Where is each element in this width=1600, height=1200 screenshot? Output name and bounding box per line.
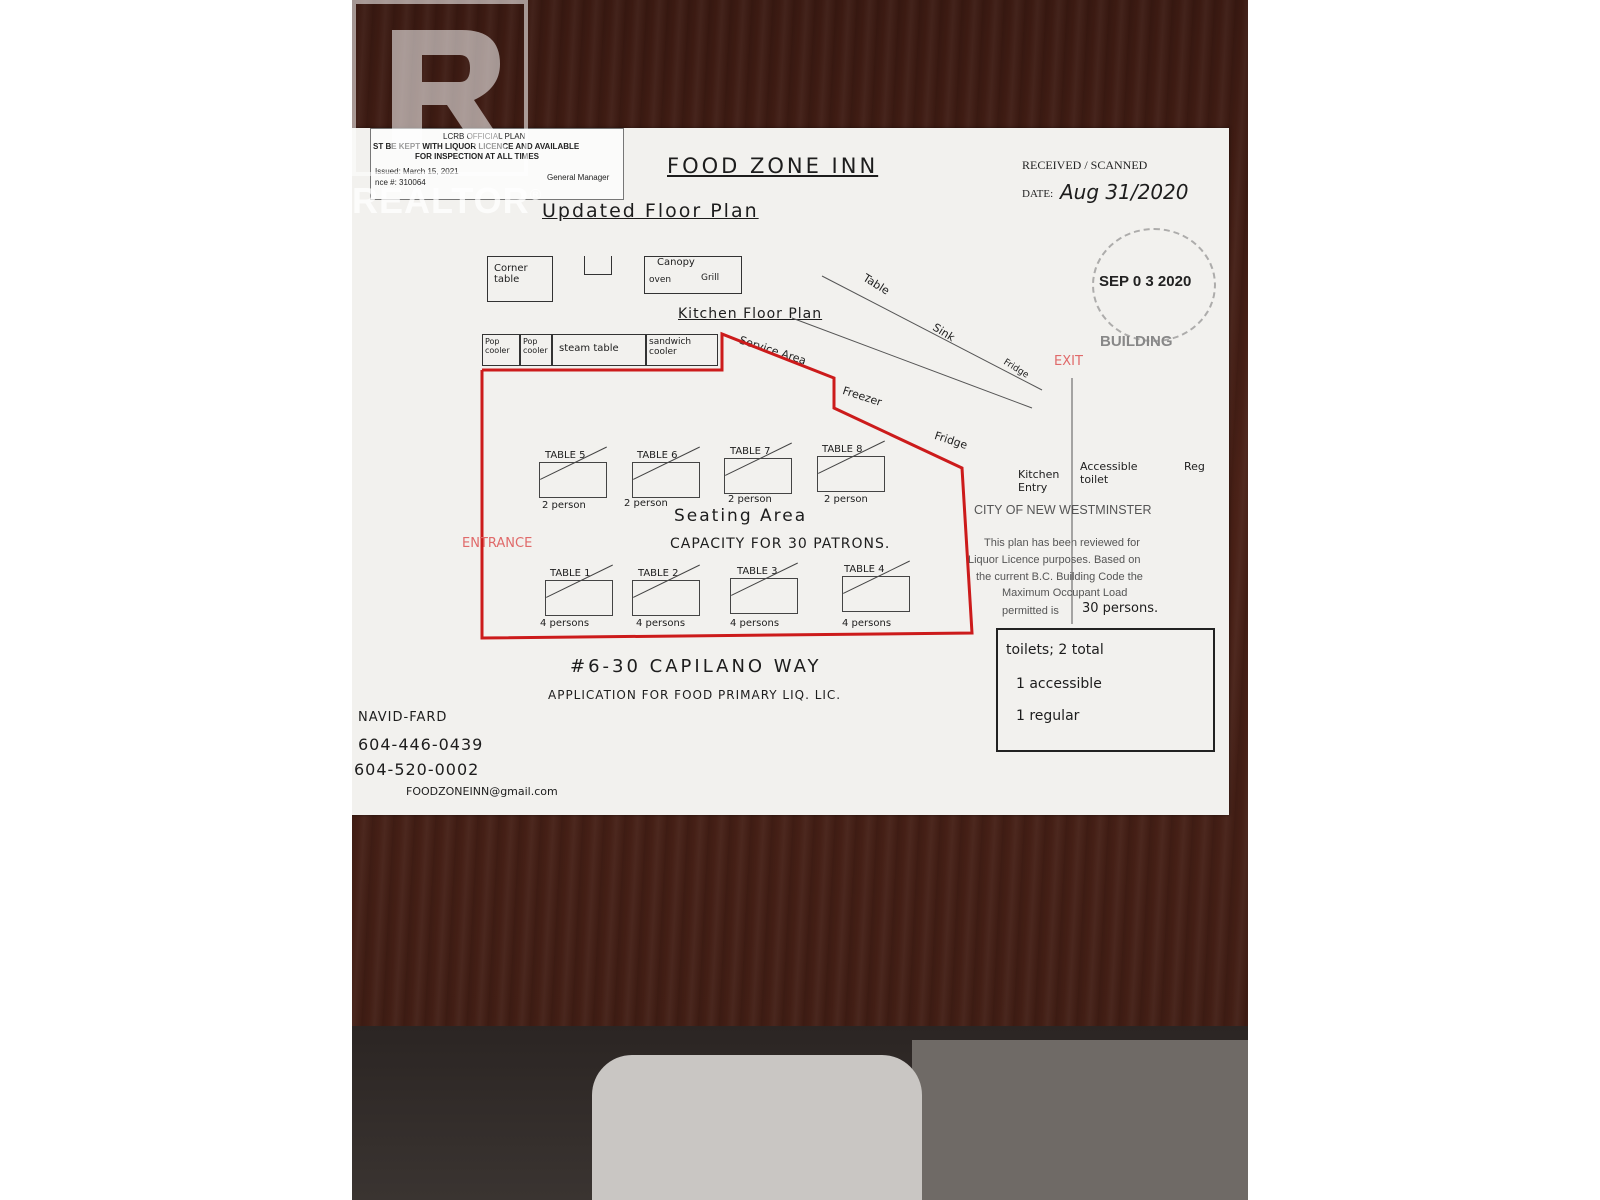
- city-line2: Liquor Licence purposes. Based on: [968, 554, 1141, 566]
- corner-table-box: Corner table: [487, 256, 553, 302]
- seal-dept: BUILDING: [1100, 333, 1173, 350]
- pop-cooler-box: Pop cooler: [482, 334, 520, 366]
- application-note: APPLICATION FOR FOOD PRIMARY LIQ. LIC.: [548, 688, 842, 702]
- canopy-label: Canopy: [657, 257, 695, 268]
- realtor-mark: ®: [529, 187, 543, 204]
- toilets-box: toilets; 2 total 1 accessible 1 regular: [996, 628, 1215, 752]
- received-date-value: Aug 31/2020: [1060, 180, 1189, 204]
- steam-table-box: steam table: [552, 334, 646, 366]
- photo: LCRB OFFICIAL PLAN ST BE KEPT WITH LIQUO…: [352, 0, 1248, 1200]
- steam-table-label: steam table: [559, 343, 619, 354]
- address: #6-30 CAPILANO WAY: [570, 656, 822, 677]
- sink-icon: [584, 256, 612, 275]
- corner-table-label: Corner table: [494, 263, 528, 285]
- table-rect: [632, 580, 700, 616]
- city-line3: the current B.C. Building Code the: [976, 571, 1143, 583]
- person-legs: [592, 1055, 922, 1200]
- table-seats: 2 person: [824, 494, 868, 505]
- canopy-box: Canopy oven Grill: [644, 256, 742, 294]
- capacity-label: CAPACITY FOR 30 PATRONS.: [670, 536, 891, 552]
- floor-plan-paper: LCRB OFFICIAL PLAN ST BE KEPT WITH LIQUO…: [352, 128, 1229, 815]
- city-line4: Maximum Occupant Load: [1002, 587, 1128, 599]
- kitchen-floor-plan-label: Kitchen Floor Plan: [678, 306, 823, 322]
- table-seats: 2 person: [728, 494, 772, 505]
- table-rect: [730, 578, 798, 614]
- table-rect: [724, 458, 792, 494]
- table-label: TABLE 8: [822, 444, 863, 455]
- sandwich-cooler-box: sandwich cooler: [646, 334, 718, 366]
- table-label: TABLE 4: [844, 564, 885, 575]
- table-label: TABLE 6: [637, 450, 678, 461]
- lcrb-issued: Issued: March 15, 2021: [375, 167, 459, 176]
- table-label: TABLE 5: [545, 450, 586, 461]
- kitchen-entry-label: Kitchen Entry: [1018, 468, 1060, 494]
- table-seats: 2 person: [624, 498, 668, 509]
- realtor-brand: REALTOR: [352, 180, 530, 221]
- realtor-wordmark: REALTOR®: [352, 180, 542, 222]
- city-line5: permitted is: [1002, 605, 1059, 617]
- toilets-regular: 1 regular: [1016, 708, 1080, 724]
- table-seats: 4 persons: [842, 618, 892, 629]
- pop-cooler-label: Pop cooler: [485, 337, 510, 355]
- exit-label: EXIT: [1054, 354, 1083, 369]
- table-rect: [539, 462, 607, 498]
- table-rect: [545, 580, 613, 616]
- table-label: TABLE 1: [550, 568, 591, 579]
- oven-label: oven: [649, 275, 672, 285]
- received-date-label: DATE:: [1022, 188, 1054, 200]
- lcrb-signer: General Manager: [547, 173, 610, 182]
- seating-area-outline: [480, 275, 1073, 640]
- contact-email: FOODZONEINN@gmail.com: [406, 785, 558, 798]
- realtor-logo: [352, 0, 528, 176]
- pop-cooler2-label: Pop cooler: [523, 337, 548, 355]
- table-seats: 4 persons: [636, 618, 686, 629]
- contact-phone-2: 604-520-0002: [354, 760, 480, 779]
- regular-toilet-label: Reg: [1184, 460, 1205, 473]
- city-approval-stamp: CITY OF NEW WESTMINSTER This plan has be…: [968, 503, 1217, 628]
- toilets-accessible: 1 accessible: [1016, 676, 1102, 692]
- entrance-label: ENTRANCE: [462, 536, 533, 551]
- received-label: RECEIVED / SCANNED: [1022, 158, 1148, 172]
- lcrb-licence: nce #: 310064: [375, 178, 426, 187]
- table-label: TABLE 2: [638, 568, 679, 579]
- city-title: CITY OF NEW WESTMINSTER: [974, 503, 1152, 517]
- lcrb-line2: FOR INSPECTION AT ALL TIMES: [415, 152, 539, 161]
- accessible-toilet-label: Accessible toilet: [1080, 460, 1138, 486]
- city-seal: [1092, 228, 1216, 342]
- contact-name: NAVID-FARD: [358, 710, 448, 725]
- seal-date: SEP 0 3 2020: [1099, 273, 1192, 290]
- table-seats: 4 persons: [540, 618, 590, 629]
- plan-subtitle: Updated Floor Plan: [542, 200, 759, 222]
- plan-title: FOOD ZONE INN: [667, 154, 879, 178]
- table-rect: [842, 576, 910, 612]
- table-rect: [632, 462, 700, 498]
- city-line1: This plan has been reviewed for: [984, 537, 1140, 549]
- seating-area-label: Seating Area: [674, 506, 808, 526]
- toilets-total: toilets; 2 total: [1006, 642, 1104, 658]
- contact-phone-1: 604-446-0439: [358, 735, 484, 754]
- sandwich-cooler-label: sandwich cooler: [649, 337, 692, 357]
- city-occupant-value: 30 persons.: [1082, 601, 1159, 616]
- table-label: TABLE 7: [730, 446, 771, 457]
- table-rect: [817, 456, 885, 492]
- table-seats: 2 person: [542, 500, 586, 511]
- table-label: TABLE 3: [737, 566, 778, 577]
- floor-concrete: [912, 1040, 1248, 1200]
- pop-cooler2-box: Pop cooler: [520, 334, 552, 366]
- table-seats: 4 persons: [730, 618, 780, 629]
- grill-label: Grill: [701, 273, 720, 283]
